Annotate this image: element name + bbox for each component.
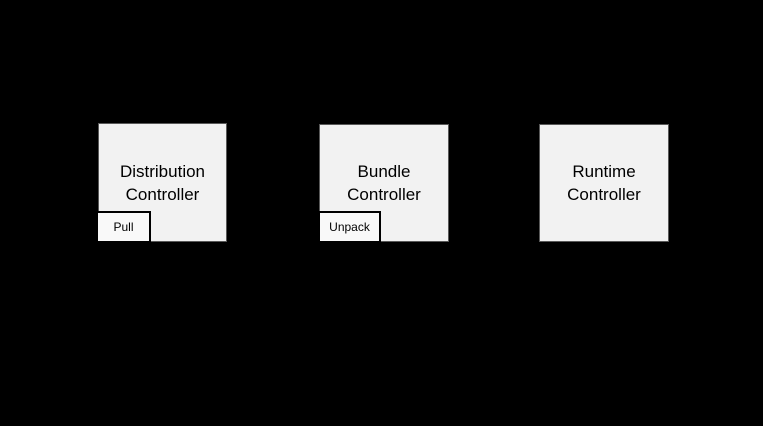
node-bundle-controller-label: Bundle Controller (347, 162, 421, 204)
badge-pull: Pull (96, 211, 151, 243)
badge-pull-label: Pull (113, 220, 134, 234)
node-runtime-controller-label: Runtime Controller (567, 162, 641, 204)
node-distribution-controller-label: Distribution Controller (119, 161, 206, 204)
badge-unpack: Unpack (318, 211, 381, 243)
node-runtime-controller: Runtime Controller (539, 124, 669, 242)
badge-unpack-label: Unpack (329, 220, 370, 234)
